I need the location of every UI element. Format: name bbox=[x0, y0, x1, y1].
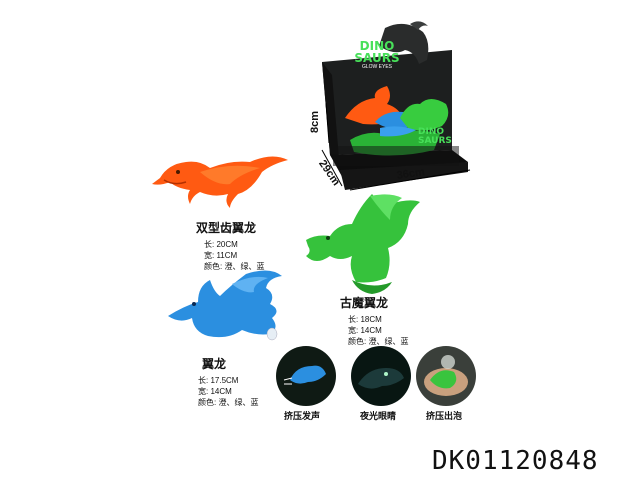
product-code: DK01120848 bbox=[432, 446, 599, 476]
product-colors: 颜色: 澄、绿、蓝 bbox=[204, 262, 265, 271]
box-front-logo: DINO SAURS bbox=[418, 128, 464, 146]
feature-label-bubble: 挤压出泡 bbox=[426, 411, 463, 421]
glow-eyes-icon bbox=[351, 346, 411, 406]
product-name: 双型齿翼龙 bbox=[196, 221, 257, 235]
product-card-blue: 翼龙 长: 17.5CM 宽: 14CM 颜色: 澄、绿、蓝 bbox=[190, 355, 258, 408]
product-width: 宽: 11CM bbox=[204, 251, 238, 260]
box-front-line2: SAURS bbox=[418, 136, 452, 146]
bubble-squeeze-icon bbox=[416, 346, 476, 406]
feature-label-sound: 挤压发声 bbox=[284, 411, 321, 421]
box-brand-line2: SAURS bbox=[354, 51, 400, 65]
product-width: 宽: 14CM bbox=[198, 387, 232, 396]
product-width: 宽: 14CM bbox=[348, 326, 382, 335]
product-length: 长: 18CM bbox=[348, 315, 382, 324]
product-name: 翼龙 bbox=[202, 357, 227, 371]
product-colors: 颜色: 澄、绿、蓝 bbox=[348, 337, 409, 346]
box-brand-sub: GLOW EYES bbox=[361, 64, 392, 70]
product-card-orange: 双型齿翼龙 长: 20CM 宽: 11CM 颜色: 澄、绿、蓝 bbox=[196, 219, 264, 272]
product-length: 长: 20CM bbox=[204, 240, 238, 249]
feature-label-glow: 夜光眼睛 bbox=[360, 411, 397, 421]
product-name: 古魔翼龙 bbox=[340, 296, 389, 310]
product-length: 长: 17.5CM bbox=[198, 376, 239, 385]
box-brand-logo: DINO SAURS GLOW EYES bbox=[342, 40, 412, 70]
product-card-green: 古魔翼龙 长: 18CM 宽: 14CM 颜色: 澄、绿、蓝 bbox=[340, 294, 408, 347]
box-front-line1: DINO bbox=[418, 127, 445, 137]
sound-squeeze-icon bbox=[276, 346, 336, 406]
product-colors: 颜色: 澄、绿、蓝 bbox=[198, 398, 259, 407]
box-brand-line1: DINO bbox=[359, 39, 395, 53]
